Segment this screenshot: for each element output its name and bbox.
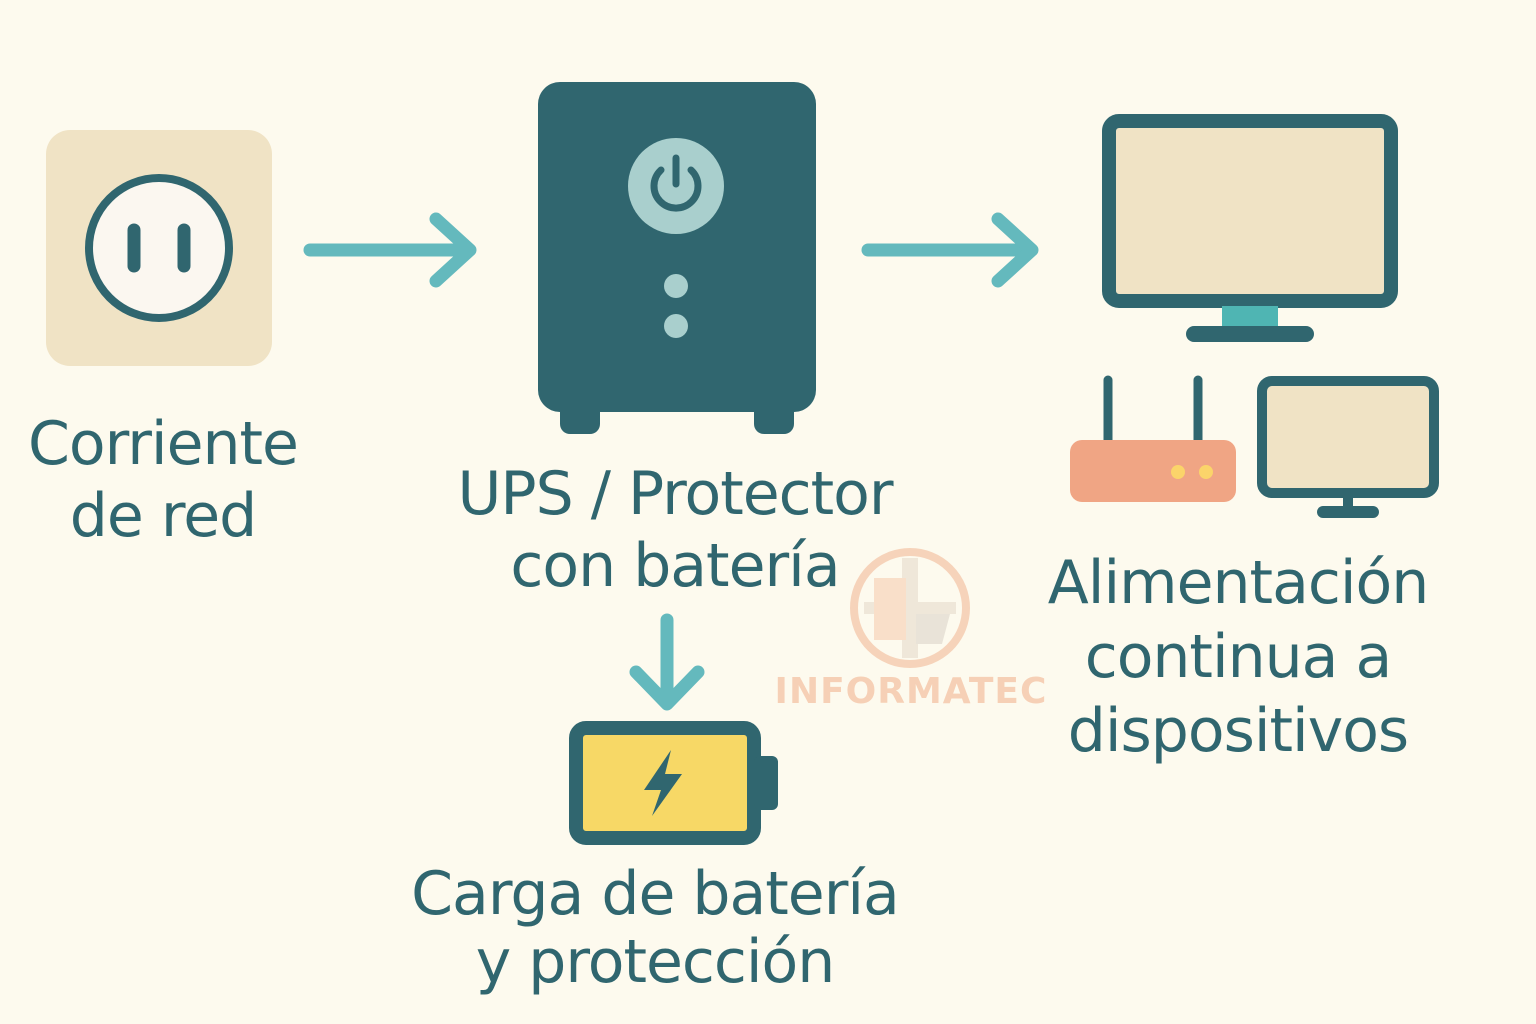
node-label-mains: Corriente de red (28, 409, 299, 551)
arrow-ups-to-devices (861, 212, 1039, 288)
node-label-ups: UPS / Protector con batería (457, 459, 893, 601)
power-outlet-icon (46, 130, 272, 366)
monitor-icon (1102, 114, 1398, 342)
informatec-logo-icon (850, 548, 970, 668)
node-label-devices: Alimentación continua a dispositivos (1047, 548, 1429, 766)
arrow-mains-to-ups (303, 212, 477, 288)
arrow-ups-to-battery (629, 613, 705, 711)
watermark-text: INFORMATEC (774, 671, 1048, 712)
battery-charging-icon (569, 721, 778, 845)
ups-icon (538, 82, 816, 434)
router-icon (1070, 375, 1236, 502)
small-monitor-icon (1257, 376, 1439, 518)
node-label-battery: Carga de batería y protección (411, 859, 900, 997)
